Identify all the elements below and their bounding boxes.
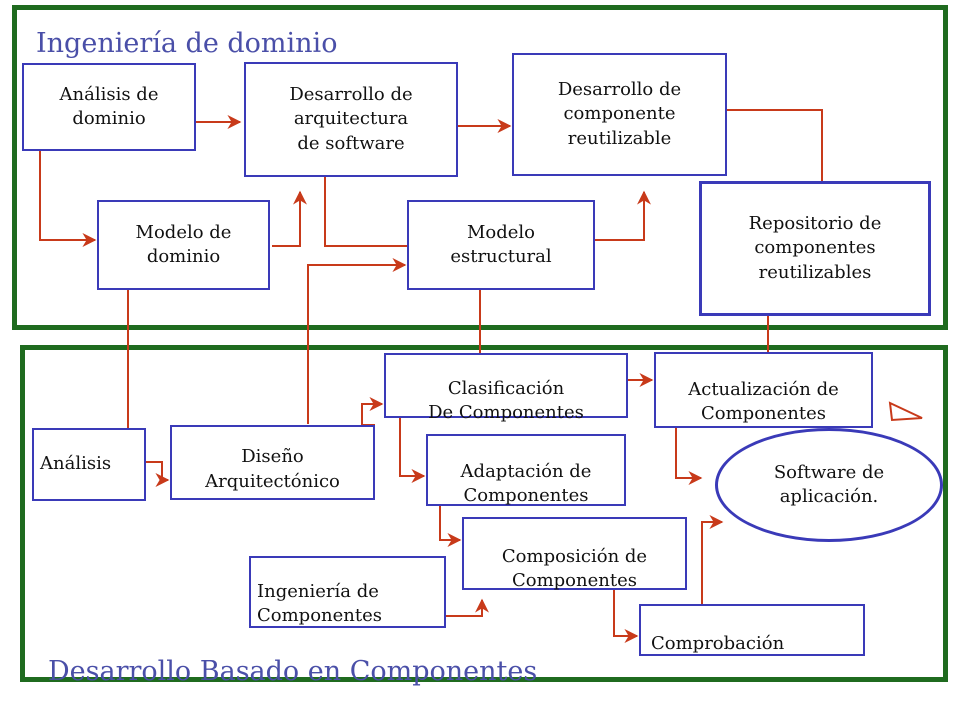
box-desarrollo-arquitectura-label: Desarrollo de arquitectura de software <box>289 84 413 154</box>
box-desarrollo-componente: Desarrollo de componente reutilizable <box>512 53 727 176</box>
arrow-modelo-dominio-to-arquitectura <box>272 190 307 247</box>
box-adaptacion-label: Adaptación de Componentes <box>460 461 592 507</box>
box-composicion: Composición de Componentes <box>462 517 687 591</box>
box-modelo-dominio: Modelo de dominio <box>97 200 270 290</box>
box-modelo-estructural: Modelo estructural <box>407 200 595 290</box>
arrow-analisis-to-modelo-dominio <box>39 150 97 247</box>
arrow-comprobacion-to-software <box>701 515 724 604</box>
box-analisis-label: Análisis <box>40 453 112 475</box>
arrow-analisis-to-diseno <box>146 461 170 487</box>
box-desarrollo-componente-label: Desarrollo de componente reutilizable <box>557 79 682 149</box>
box-composicion-label: Composición de Componentes <box>501 546 648 592</box>
box-analisis-dominio: Análisis de dominio <box>22 63 196 151</box>
box-analisis: Análisis <box>32 428 146 501</box>
arrow-adaptacion-to-composicion <box>439 506 462 547</box>
box-comprobacion-label: Comprobación <box>651 633 785 654</box>
arrow-ingenieria-to-composicion <box>446 598 489 617</box>
arrow-actualizacion-to-software <box>675 428 703 485</box>
box-ingenieria-componentes: Ingeniería de Componentes <box>249 556 446 628</box>
box-clasificacion-label: Clasificación De Componentes <box>428 378 584 424</box>
box-adaptacion: Adaptación de Componentes <box>426 434 626 506</box>
stray-arrowhead <box>888 401 923 422</box>
box-modelo-estructural-label: Modelo estructural <box>450 221 552 267</box>
box-actualizacion-label: Actualización de Componentes <box>688 379 839 425</box>
box-modelo-dominio-label: Modelo de dominio <box>135 221 232 267</box>
arrow-clasificacion-to-adaptacion <box>399 418 426 483</box>
arrow-arquitectura-to-modelo-estructural <box>324 177 407 247</box>
box-diseno-arquitectonico: Diseño Arquitectónico <box>170 425 375 500</box>
box-actualizacion: Actualización de Componentes <box>654 352 873 428</box>
arrow-composicion-to-comprobacion <box>613 590 639 643</box>
arrow-diseno-to-modelo-estructural <box>307 258 407 424</box>
cbd-title: Desarrollo Basado en Componentes <box>48 656 538 687</box>
arrow-componente-to-repositorio <box>727 109 829 198</box>
box-diseno-arquitectonico-label: Diseño Arquitectónico <box>205 446 340 492</box>
arrow-diseno-to-clasificacion <box>361 397 384 426</box>
arrow-modelo-estructural-to-componente <box>594 190 651 241</box>
box-desarrollo-arquitectura: Desarrollo de arquitectura de software <box>244 62 458 177</box>
ellipse-software-aplicacion-label: Software de aplicación. <box>773 461 885 507</box>
domain-engineering-title: Ingeniería de dominio <box>36 28 338 59</box>
box-clasificacion: Clasificación De Componentes <box>384 353 628 423</box>
box-repositorio: Repositorio de componentes reutilizables <box>699 181 931 316</box>
box-ingenieria-componentes-label: Ingeniería de Componentes <box>257 581 382 627</box>
box-comprobacion: Comprobación <box>639 604 865 656</box>
ellipse-software-aplicacion: Software de aplicación. <box>715 428 943 542</box>
box-repositorio-label: Repositorio de componentes reutilizables <box>748 213 882 283</box>
cbd-frame <box>20 345 948 682</box>
box-analisis-dominio-label: Análisis de dominio <box>59 83 159 129</box>
